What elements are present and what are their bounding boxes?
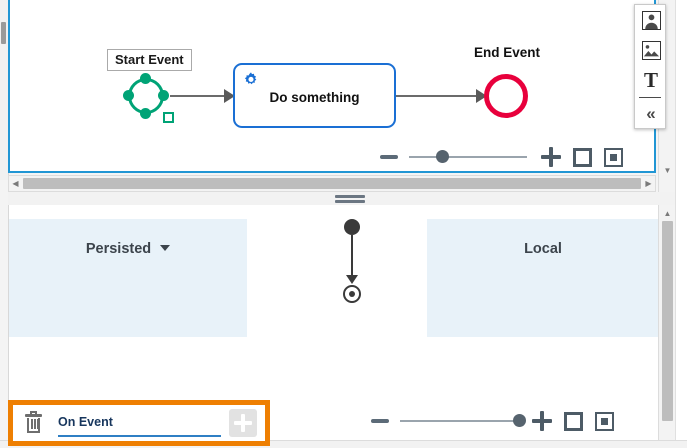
zoom-out-button-bottom[interactable]	[371, 419, 389, 423]
image-icon[interactable]	[635, 35, 667, 65]
resize-handle-left[interactable]	[123, 90, 134, 101]
scroll-left-arrow-icon[interactable]: ◀	[12, 178, 19, 188]
text-icon[interactable]: T	[643, 67, 658, 92]
chevron-down-icon[interactable]	[160, 245, 171, 251]
event-editor-bar[interactable]: On Event	[8, 400, 270, 446]
user-avatar-icon[interactable]	[635, 5, 667, 35]
task-node[interactable]: Do something	[233, 63, 396, 128]
panel-splitter[interactable]	[8, 192, 675, 205]
add-event-button[interactable]	[229, 409, 257, 437]
gear-icon	[242, 71, 260, 89]
top-horizontal-scrollbar[interactable]: ◀ ▶	[8, 175, 656, 192]
scroll-up-arrow-icon[interactable]: ▲	[663, 208, 672, 218]
bpmn-canvas[interactable]: Start Event Do someth	[10, 0, 654, 171]
zoom-slider[interactable]	[409, 150, 527, 163]
zoom-in-button[interactable]	[541, 147, 561, 167]
state-transition-arrowhead-icon	[346, 275, 358, 284]
state-transition-line	[351, 235, 353, 280]
bottom-zoom-toolbar[interactable]	[371, 408, 614, 434]
sequence-flow-1[interactable]	[170, 95, 228, 97]
zoom-slider-bottom[interactable]	[400, 414, 527, 427]
top-zoom-toolbar[interactable]	[380, 144, 623, 170]
event-name-input[interactable]: On Event	[58, 409, 221, 437]
zoom-slider-thumb-bottom[interactable]	[513, 414, 527, 427]
left-rail-thumb[interactable]	[1, 22, 6, 44]
task-label: Do something	[269, 90, 360, 105]
lane-local[interactable]: Local	[427, 219, 659, 337]
lane-persisted-title: Persisted	[9, 241, 247, 257]
target-circle-node-icon[interactable]	[343, 285, 361, 303]
sequence-flow-2[interactable]	[396, 95, 480, 97]
zoom-slider-thumb[interactable]	[436, 150, 450, 163]
bottom-vertical-scrollbar[interactable]: ▲	[658, 205, 675, 447]
center-view-icon-bottom[interactable]	[595, 411, 614, 431]
sequence-flow-2-arrowhead-icon	[476, 89, 487, 103]
scroll-down-arrow-icon[interactable]: ▼	[663, 165, 672, 175]
horizontal-scroll-thumb[interactable]	[23, 178, 641, 189]
toolbar-divider	[639, 97, 661, 98]
bpmn-diagram-panel[interactable]: Start Event Do someth	[8, 0, 656, 173]
end-event-label: End Event	[473, 45, 540, 60]
end-event-node[interactable]	[484, 74, 528, 118]
canvas-right-toolbar[interactable]: T «	[634, 4, 666, 129]
collapse-icon[interactable]: «	[646, 103, 656, 123]
resize-handle-top[interactable]	[140, 73, 151, 84]
resize-handle-bottom[interactable]	[140, 108, 151, 119]
start-event-node[interactable]	[122, 72, 174, 123]
lane-local-title: Local	[524, 241, 562, 257]
splitter-grip-icon[interactable]	[335, 195, 365, 205]
filled-circle-node-icon[interactable]	[344, 219, 360, 235]
scroll-right-arrow-icon[interactable]: ▶	[645, 178, 652, 188]
start-event-label: Start Event	[107, 49, 192, 71]
fit-to-screen-icon-bottom[interactable]	[564, 411, 583, 431]
zoom-out-button[interactable]	[380, 155, 398, 159]
zoom-in-button-bottom[interactable]	[532, 411, 552, 431]
center-view-icon[interactable]	[604, 147, 623, 167]
bottom-vertical-scroll-thumb[interactable]	[662, 221, 673, 421]
trash-icon[interactable]	[25, 410, 42, 433]
lane-persisted[interactable]: Persisted	[9, 219, 247, 337]
resize-handle-right[interactable]	[158, 90, 169, 101]
event-name-value: On Event	[58, 415, 113, 429]
window-right-margin	[675, 0, 687, 447]
window-bottom-strip	[0, 440, 687, 448]
state-flow-graph[interactable]	[336, 215, 370, 305]
attach-handle-square[interactable]	[163, 112, 174, 123]
fit-to-screen-icon[interactable]	[573, 147, 592, 167]
sequence-flow-1-arrowhead-icon	[224, 89, 235, 103]
